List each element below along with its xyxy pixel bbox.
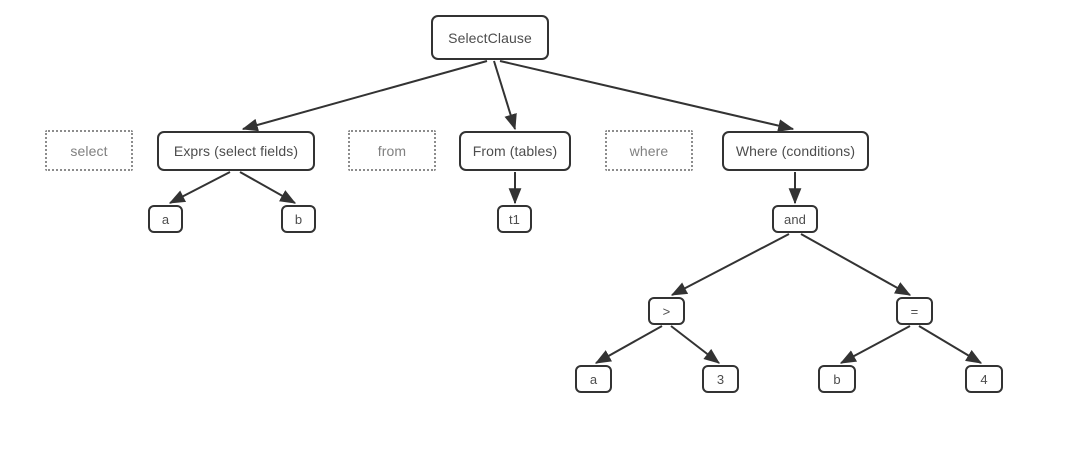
tree-edge bbox=[594, 325, 663, 364]
node-label: From (tables) bbox=[472, 143, 558, 159]
tree-node-eq[interactable]: = bbox=[896, 297, 933, 325]
node-label: from bbox=[377, 142, 407, 159]
node-label: where bbox=[629, 142, 669, 159]
tree-edge bbox=[241, 60, 488, 132]
tree-node-eq-left[interactable]: b bbox=[818, 365, 856, 393]
node-label: and bbox=[784, 211, 806, 227]
tree-node-where[interactable]: Where (conditions) bbox=[722, 131, 869, 171]
node-label: 4 bbox=[980, 371, 988, 387]
tree-node-field-b[interactable]: b bbox=[281, 205, 316, 233]
tree-node-table-t1[interactable]: t1 bbox=[497, 205, 532, 233]
tree-edge bbox=[918, 325, 983, 364]
node-label: 3 bbox=[716, 371, 725, 387]
node-label: > bbox=[662, 303, 671, 319]
node-label: b bbox=[294, 211, 303, 227]
tree-node-exprs[interactable]: Exprs (select fields) bbox=[157, 131, 315, 171]
tree-edge bbox=[800, 233, 912, 296]
tree-edge bbox=[499, 60, 795, 132]
tree-node-from[interactable]: From (tables) bbox=[459, 131, 571, 171]
tree-node-field-a[interactable]: a bbox=[148, 205, 183, 233]
node-label: b bbox=[833, 371, 841, 387]
tree-edge bbox=[839, 325, 911, 364]
node-label: = bbox=[910, 303, 919, 319]
tree-node-and[interactable]: and bbox=[772, 205, 818, 233]
keyword-box-kw-select[interactable]: select bbox=[45, 130, 133, 171]
tree-edge bbox=[670, 325, 720, 364]
tree-edge bbox=[239, 171, 297, 204]
node-label: Exprs (select fields) bbox=[173, 143, 299, 159]
node-label: t1 bbox=[508, 211, 521, 227]
node-label: select bbox=[70, 142, 108, 159]
node-label: Where (conditions) bbox=[735, 143, 856, 159]
tree-node-gt[interactable]: > bbox=[648, 297, 685, 325]
tree-edge bbox=[493, 60, 517, 131]
node-label: a bbox=[161, 211, 170, 227]
tree-node-eq-right[interactable]: 4 bbox=[965, 365, 1003, 393]
tree-node-root[interactable]: SelectClause bbox=[431, 15, 549, 60]
tree-edge bbox=[670, 233, 790, 296]
node-label: SelectClause bbox=[448, 29, 532, 46]
tree-node-gt-right[interactable]: 3 bbox=[702, 365, 739, 393]
tree-node-gt-left[interactable]: a bbox=[575, 365, 612, 393]
tree-edge bbox=[168, 171, 231, 204]
keyword-box-kw-where[interactable]: where bbox=[605, 130, 693, 171]
keyword-box-kw-from[interactable]: from bbox=[348, 130, 436, 171]
node-label: a bbox=[589, 371, 598, 387]
